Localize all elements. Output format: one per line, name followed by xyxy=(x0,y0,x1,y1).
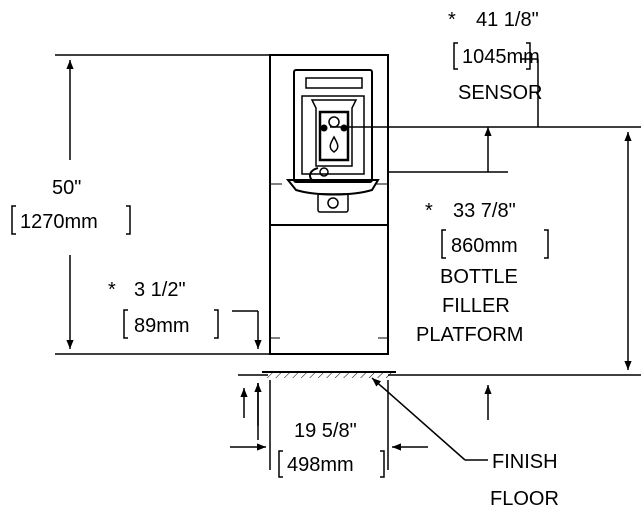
basin xyxy=(285,179,380,213)
overall-height-label: 50" 1270mm xyxy=(20,177,98,233)
sensor-label: * 41 1/8" 1045mm SENSOR xyxy=(448,9,542,104)
sensor-name: SENSOR xyxy=(458,82,542,104)
floor-line1: FINISH xyxy=(492,451,558,473)
filler-housing xyxy=(293,69,373,183)
cabinet-frame xyxy=(269,54,389,355)
metric-brackets xyxy=(11,42,549,478)
width-metric: 498mm xyxy=(287,454,354,476)
finish-floor-label: FINISH FLOOR xyxy=(490,451,559,510)
sensor-imperial: 41 1/8" xyxy=(476,9,539,31)
overall-imperial: 50" xyxy=(52,177,81,199)
base-imperial: 3 1/2" xyxy=(134,279,186,301)
bubbler-fitting xyxy=(317,193,349,213)
base-star: * xyxy=(108,279,116,301)
bottle-filler xyxy=(293,69,373,183)
unit-outline xyxy=(269,54,389,355)
platform-label: * 33 7/8" 860mm BOTTLE FILLER PLATFORM xyxy=(416,200,523,346)
water-drop-icon xyxy=(329,135,339,153)
platform-line3: PLATFORM xyxy=(416,324,523,346)
sensor-panel xyxy=(318,110,350,162)
width-imperial: 19 5/8" xyxy=(294,420,357,442)
width-label: 19 5/8" 498mm xyxy=(287,420,357,476)
sensor-star: * xyxy=(448,9,456,31)
platform-imperial: 33 7/8" xyxy=(453,200,516,222)
platform-line1: BOTTLE xyxy=(440,266,518,288)
platform-metric: 860mm xyxy=(451,235,518,257)
floor-line2: FLOOR xyxy=(490,488,559,510)
base-metric: 89mm xyxy=(134,315,190,337)
overall-metric: 1270mm xyxy=(20,211,98,233)
dimension-lines xyxy=(55,54,641,470)
finish-floor-line xyxy=(262,371,396,378)
display-window xyxy=(305,77,363,89)
base-label: * 3 1/2" 89mm xyxy=(108,279,190,337)
platform-star: * xyxy=(425,200,433,222)
platform-line2: FILLER xyxy=(442,295,510,317)
sensor-metric: 1045mm xyxy=(462,46,540,68)
